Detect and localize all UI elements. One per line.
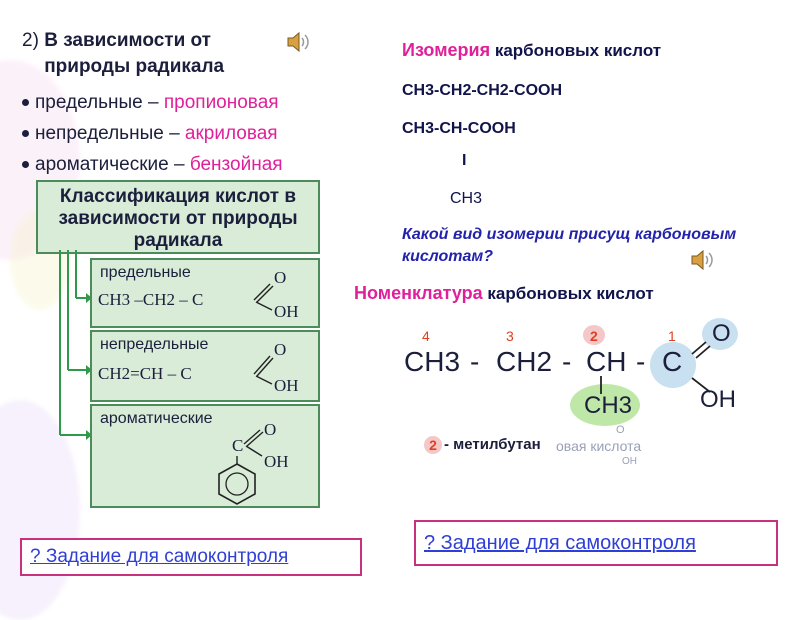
item-label: ароматические – — [35, 154, 190, 175]
speaker-icon[interactable] — [690, 248, 716, 277]
unsaturated-box: непредельные CH2=CH – C O OH — [90, 330, 320, 402]
formula-chain: CH3 –CH2 – C — [98, 290, 204, 309]
bullet-dot — [22, 130, 29, 138]
small-oxygen: O — [616, 424, 625, 436]
chain-atom: CH2 — [496, 346, 553, 377]
bullet-dot — [22, 161, 29, 169]
carbon-number: 4 — [422, 328, 430, 344]
carboxyl-bonds — [243, 429, 264, 457]
list-item: непредельные – акриловая — [22, 123, 278, 145]
point-number: 2) — [22, 30, 39, 51]
isomerism-rest: карбоновых кислот — [490, 41, 662, 60]
oxygen-label: O — [712, 320, 731, 347]
list-item: предельные – пропионовая — [22, 92, 279, 114]
isomerism-word: Изомерия — [402, 40, 491, 60]
highlight — [570, 384, 640, 426]
box-label: ароматические — [100, 410, 213, 427]
highlight — [702, 318, 738, 350]
item-acid: акриловая — [184, 123, 278, 144]
highlight — [650, 342, 696, 388]
chain-atom: C — [662, 346, 683, 377]
isomerism-title: Изомерия карбоновых кислот — [402, 40, 661, 61]
box-label: непредельные — [100, 336, 209, 353]
branch-atom: CH3 — [584, 392, 633, 419]
isomer-formula-1: CH3-CH2-CH2-COOH — [402, 82, 563, 99]
hydroxyl-label: OH — [700, 386, 736, 413]
carbon-number: 2 — [590, 328, 598, 344]
formula-chain: CH2=CH – C — [98, 364, 192, 383]
connector-arrows — [59, 250, 92, 440]
self-control-task-right[interactable]: ? Задание для самоконтроля — [414, 520, 778, 566]
nomenclature-diagram: 4 3 2 1 CH3 - CH2 - CH - C O OH CH3 2 - … — [400, 318, 760, 488]
name-number: 2 — [424, 436, 442, 454]
name-text: - метилбутан — [444, 436, 541, 453]
hydroxyl-label: OH — [274, 302, 299, 321]
aromatic-box: ароматические C O OH — [90, 404, 320, 508]
oxygen-label: O — [264, 420, 277, 439]
item-label: непредельные – — [35, 123, 185, 144]
chain-atom: CH — [586, 346, 627, 377]
oxygen-label: O — [274, 268, 287, 287]
speaker-icon[interactable] — [286, 30, 312, 59]
saturated-box: предельные CH3 –CH2 – C O OH — [90, 258, 320, 328]
item-acid: бензойная — [189, 154, 283, 175]
box-label: предельные — [100, 264, 191, 281]
formula-chain: C — [232, 436, 244, 455]
point-title-text: В зависимости от природы радикала — [44, 30, 225, 77]
classification-title: Классификация кислот в зависимости от пр… — [36, 180, 320, 254]
isomer-branch: CH3 — [450, 190, 483, 207]
item-label: предельные – — [35, 92, 164, 113]
oxygen-label: O — [274, 340, 287, 359]
isomerism-question: Какой вид изомерии присущ карбоновым кис… — [402, 226, 737, 265]
carboxyl-bonds — [253, 283, 274, 311]
self-control-task-left[interactable]: ? Задание для самоконтроля — [20, 538, 362, 576]
item-acid: пропионовая — [163, 92, 279, 113]
branch-bond — [600, 376, 602, 394]
carboxyl-bonds — [691, 341, 711, 393]
hydroxyl-label: OH — [264, 452, 289, 471]
hydroxyl-label: OH — [274, 376, 299, 395]
small-hydroxyl: OH — [622, 456, 637, 467]
chain-atom: CH3 — [404, 346, 461, 377]
nomenclature-title: Номенклатура карбоновых кислот — [354, 283, 654, 304]
nomenclature-word: Номенклатура — [354, 283, 483, 303]
benzene-ring-icon — [218, 456, 256, 505]
carboxyl-bonds — [253, 355, 274, 385]
point-title: 2) В зависимости от природы радикала — [22, 28, 274, 80]
isomer-bond: I — [462, 152, 467, 169]
isomer-formula-2: CH3-CH-COOH — [402, 120, 516, 137]
name-suffix: овая кислота — [556, 438, 642, 454]
highlight — [583, 325, 605, 345]
carbon-number: 3 — [506, 328, 514, 344]
bullet-dot — [22, 99, 29, 107]
list-item: ароматические – бензойная — [22, 154, 283, 176]
carbon-number: 1 — [668, 328, 676, 344]
nomenclature-rest: карбоновых кислот — [482, 284, 654, 303]
